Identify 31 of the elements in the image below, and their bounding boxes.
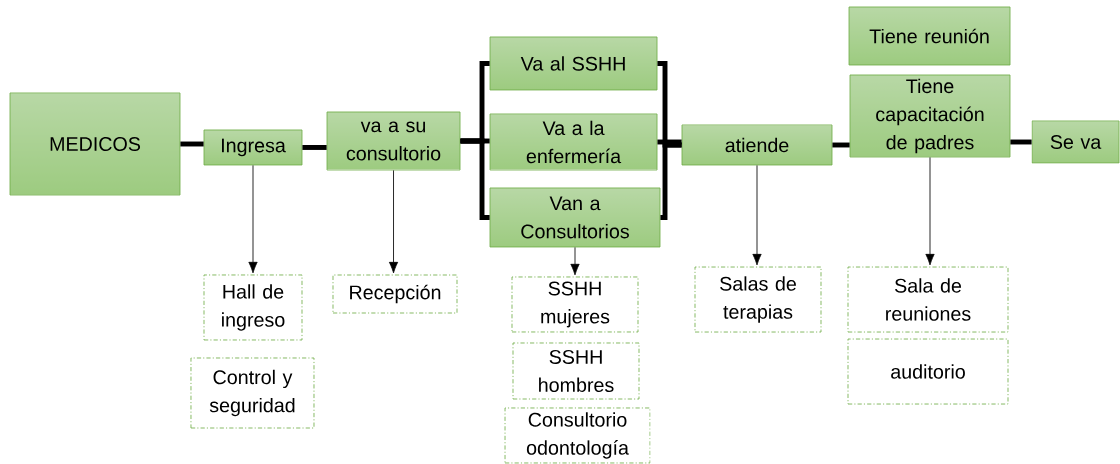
connector-line [832, 142, 850, 148]
location-box: auditorio [847, 338, 1009, 405]
process-box: Va a la enfermería [489, 113, 658, 171]
arrow [752, 165, 762, 266]
process-box: va a su consultorio [326, 111, 461, 171]
arrow [248, 165, 258, 274]
arrow [388, 170, 399, 274]
process-box: Va al SSHH [489, 36, 658, 91]
location-box: Consultorio odontología [504, 407, 651, 464]
process-box: atiende [681, 124, 833, 166]
connector-line [657, 139, 682, 145]
process-box: Ingresa [203, 129, 303, 166]
connector-line [460, 138, 490, 220]
process-box: Se va [1031, 120, 1120, 164]
process-box: MEDICOS [9, 92, 181, 196]
connector-line [660, 142, 682, 220]
arrow [570, 247, 580, 276]
location-box: Control y seguridad [190, 357, 315, 429]
connector-line [302, 145, 327, 150]
arrow [925, 157, 935, 266]
process-box: Tiene reunión [848, 6, 1011, 66]
location-box: SSHH mujeres [511, 276, 639, 333]
location-box: Sala de reuniones [847, 266, 1009, 333]
location-box: Salas de terapias [694, 266, 822, 333]
location-box: Recepción [332, 274, 458, 314]
process-box: Van a Consultorios [489, 187, 661, 248]
process-box: Tiene capacitación de padres [849, 74, 1011, 158]
connector-line [180, 141, 204, 147]
location-box: Hall de ingreso [203, 274, 303, 341]
connector-line [1010, 139, 1032, 145]
location-box: SSHH hombres [512, 342, 640, 400]
